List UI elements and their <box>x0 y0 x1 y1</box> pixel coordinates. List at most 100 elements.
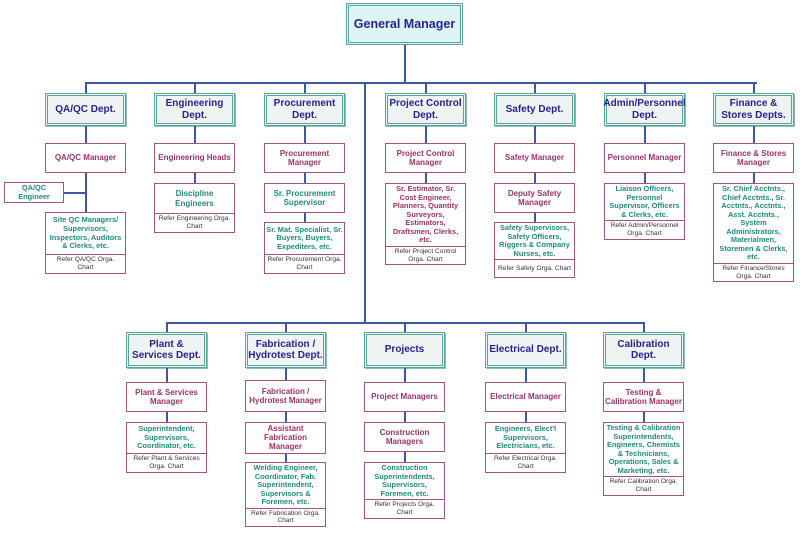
connector-line <box>425 83 427 93</box>
connector-line <box>194 83 196 93</box>
manager-box-fabrication-hydrotest-dept[interactable]: Assistant Fabrication Manager <box>245 422 326 454</box>
staff-box-procurement-dept[interactable]: Sr. Mat. Specialist, Sr. Buyers, Buyers,… <box>264 222 345 274</box>
manager-box-projects[interactable]: Construction Managers <box>364 422 445 452</box>
position-label: Safety Supervisors, Safety Officers, Rig… <box>499 223 570 258</box>
position-label: Liaison Officers, Personnel Supervisor, … <box>609 184 680 219</box>
manager-box-calibration-dept[interactable]: Testing & Calibration Manager <box>603 382 684 412</box>
dept-box-qa-qc-dept[interactable]: QA/QC Dept. <box>45 93 126 126</box>
position-label: Finance & Stores Manager <box>720 148 787 167</box>
refer-chart-link[interactable]: Refer Electrical Orga. Chart <box>486 453 565 472</box>
dept-box-projects[interactable]: Projects <box>364 332 445 368</box>
connector-line <box>166 368 168 382</box>
connector-line <box>304 213 306 222</box>
refer-chart-link[interactable]: Refer Calibration Orga. Chart <box>604 476 683 495</box>
position-label: Superintendent, Supervisors, Coordinator… <box>137 424 196 451</box>
manager-box-electrical-dept[interactable]: Electrical Manager <box>485 382 566 412</box>
position-label: Project Control Manager <box>396 148 455 167</box>
dept-box-safety-dept[interactable]: Safety Dept. <box>494 93 575 126</box>
staff-box-projects[interactable]: Construction Superintendents, Supervisor… <box>364 462 445 519</box>
refer-chart-link[interactable]: Refer Projects Orga. Chart <box>365 499 444 518</box>
general-manager-box[interactable]: General Manager <box>346 3 463 45</box>
refer-chart-link[interactable]: Refer Project Control Orga. Chart <box>386 245 465 265</box>
dept-box-electrical-dept[interactable]: Electrical Dept. <box>485 332 566 368</box>
position-label: Engineering Heads <box>158 153 231 163</box>
connector-line <box>643 322 645 332</box>
connector-line <box>644 173 646 183</box>
staff-box-electrical-dept[interactable]: Engineers, Elect'l Supervisors, Electric… <box>485 422 566 473</box>
connector-line <box>404 368 406 382</box>
connector-line <box>534 83 536 93</box>
manager-box-finance-stores-depts[interactable]: Finance & Stores Manager <box>713 143 794 173</box>
general-manager-label: General Manager <box>353 16 456 31</box>
dept-title: Procurement Dept. <box>273 98 336 121</box>
position-label: Welding Engineer, Coordinator, Fab. Supe… <box>253 463 318 507</box>
connector-line <box>643 412 645 422</box>
manager-box-admin-personnel-dept[interactable]: Personnel Manager <box>604 143 685 173</box>
dept-box-finance-stores-depts[interactable]: Finance & Stores Depts. <box>713 93 794 126</box>
connector-line <box>285 322 287 332</box>
manager-box-safety-dept[interactable]: Deputy Safety Manager <box>494 183 575 213</box>
refer-chart-link[interactable]: Refer Procurement Orga. Chart <box>265 254 344 273</box>
connector-line <box>85 126 87 143</box>
manager-box-fabrication-hydrotest-dept[interactable]: Fabrication / Hydrotest Manager <box>245 380 326 412</box>
manager-box-qa-qc-dept[interactable]: QA/QC Manager <box>45 143 126 173</box>
refer-chart-link[interactable]: Refer Finance/Stores Orga. Chart <box>714 262 793 282</box>
dept-box-fabrication-hydrotest-dept[interactable]: Fabrication / Hydrotest Dept. <box>245 332 326 368</box>
connector-line <box>285 368 287 380</box>
manager-box-projects[interactable]: Project Managers <box>364 382 445 412</box>
dept-title: Finance & Stores Depts. <box>721 98 786 121</box>
dept-title: Project Control Dept. <box>389 98 462 121</box>
connector-line <box>753 83 755 93</box>
connector-line <box>425 173 427 183</box>
dept-title: Fabrication / Hydrotest Dept. <box>248 338 323 362</box>
connector-line <box>525 368 527 382</box>
connector-line <box>404 412 406 422</box>
refer-chart-link[interactable]: Refer Safety Orga. Chart <box>495 259 574 277</box>
staff-box-calibration-dept[interactable]: Testing & Calibration Superintendents, E… <box>603 422 684 496</box>
refer-chart-link[interactable]: Refer QA/QC Orga. Chart <box>46 254 125 273</box>
manager-box-project-control-dept[interactable]: Project Control Manager <box>385 143 466 173</box>
dept-box-project-control-dept[interactable]: Project Control Dept. <box>385 93 466 126</box>
manager-box-safety-dept[interactable]: Safety Manager <box>494 143 575 173</box>
staff-box-qa-qc-dept[interactable]: Site QC Managers/ Supervisors, Inspector… <box>45 212 126 274</box>
staff-box-project-control-dept[interactable]: Sr. Estimator, Sr. Cost Engineer, Planne… <box>385 183 466 266</box>
connector-line <box>404 322 406 332</box>
connector-line <box>404 45 406 83</box>
position-label: QA/QC Engineer <box>18 183 50 201</box>
staff-box-safety-dept[interactable]: Safety Supervisors, Safety Officers, Rig… <box>494 222 575 279</box>
refer-chart-link[interactable]: Refer Fabrication Orga. Chart <box>246 507 325 527</box>
dept-title: Electrical Dept. <box>489 344 562 356</box>
dept-title: QA/QC Dept. <box>55 103 116 115</box>
dept-title: Projects <box>384 344 425 356</box>
staff-box-procurement-dept[interactable]: Sr. Procurement Supervisor <box>264 183 345 213</box>
connector-line <box>643 368 645 382</box>
staff-box-admin-personnel-dept[interactable]: Liaison Officers, Personnel Supervisor, … <box>604 183 685 240</box>
position-label: QA/QC Manager <box>54 153 117 163</box>
position-label: Testing & Calibration Manager <box>605 387 682 406</box>
refer-chart-link[interactable]: Refer Engineering Orga. Chart <box>155 213 234 232</box>
dept-box-procurement-dept[interactable]: Procurement Dept. <box>264 93 345 126</box>
qa-qc-engineer-box[interactable]: QA/QC Engineer <box>4 182 64 204</box>
dept-title: Engineering Dept. <box>165 98 224 121</box>
connector-line <box>425 126 427 143</box>
connector-line <box>194 126 196 143</box>
manager-box-engineering-dept[interactable]: Engineering Heads <box>154 143 235 173</box>
dept-box-engineering-dept[interactable]: Engineering Dept. <box>154 93 235 126</box>
dept-box-admin-personnel-dept[interactable]: Admin/Personnel Dept. <box>603 93 686 126</box>
refer-chart-link[interactable]: Refer Admin/Personnel Orga. Chart <box>605 220 684 239</box>
dept-box-calibration-dept[interactable]: Calibration Dept. <box>603 332 684 368</box>
position-label: Testing & Calibration Superintendents, E… <box>606 423 681 475</box>
manager-box-plant-services-dept[interactable]: Plant & Services Manager <box>126 382 207 412</box>
connector-line <box>304 83 306 93</box>
staff-box-fabrication-hydrotest-dept[interactable]: Welding Engineer, Coordinator, Fab. Supe… <box>245 462 326 528</box>
position-label: Procurement Manager <box>279 148 330 167</box>
staff-box-finance-stores-depts[interactable]: Sr. Chief Acctnts., Chief Acctnts., Sr. … <box>713 183 794 283</box>
staff-box-plant-services-dept[interactable]: Superintendent, Supervisors, Coordinator… <box>126 422 207 473</box>
refer-chart-link[interactable]: Refer Plant & Services Orga. Chart <box>127 453 206 472</box>
manager-box-procurement-dept[interactable]: Procurement Manager <box>264 143 345 173</box>
dept-box-plant-services-dept[interactable]: Plant & Services Dept. <box>126 332 207 368</box>
position-label: Assistant Fabrication Manager <box>263 424 308 452</box>
connector-line <box>285 412 287 422</box>
dept-title: Plant & Services Dept. <box>132 338 201 362</box>
